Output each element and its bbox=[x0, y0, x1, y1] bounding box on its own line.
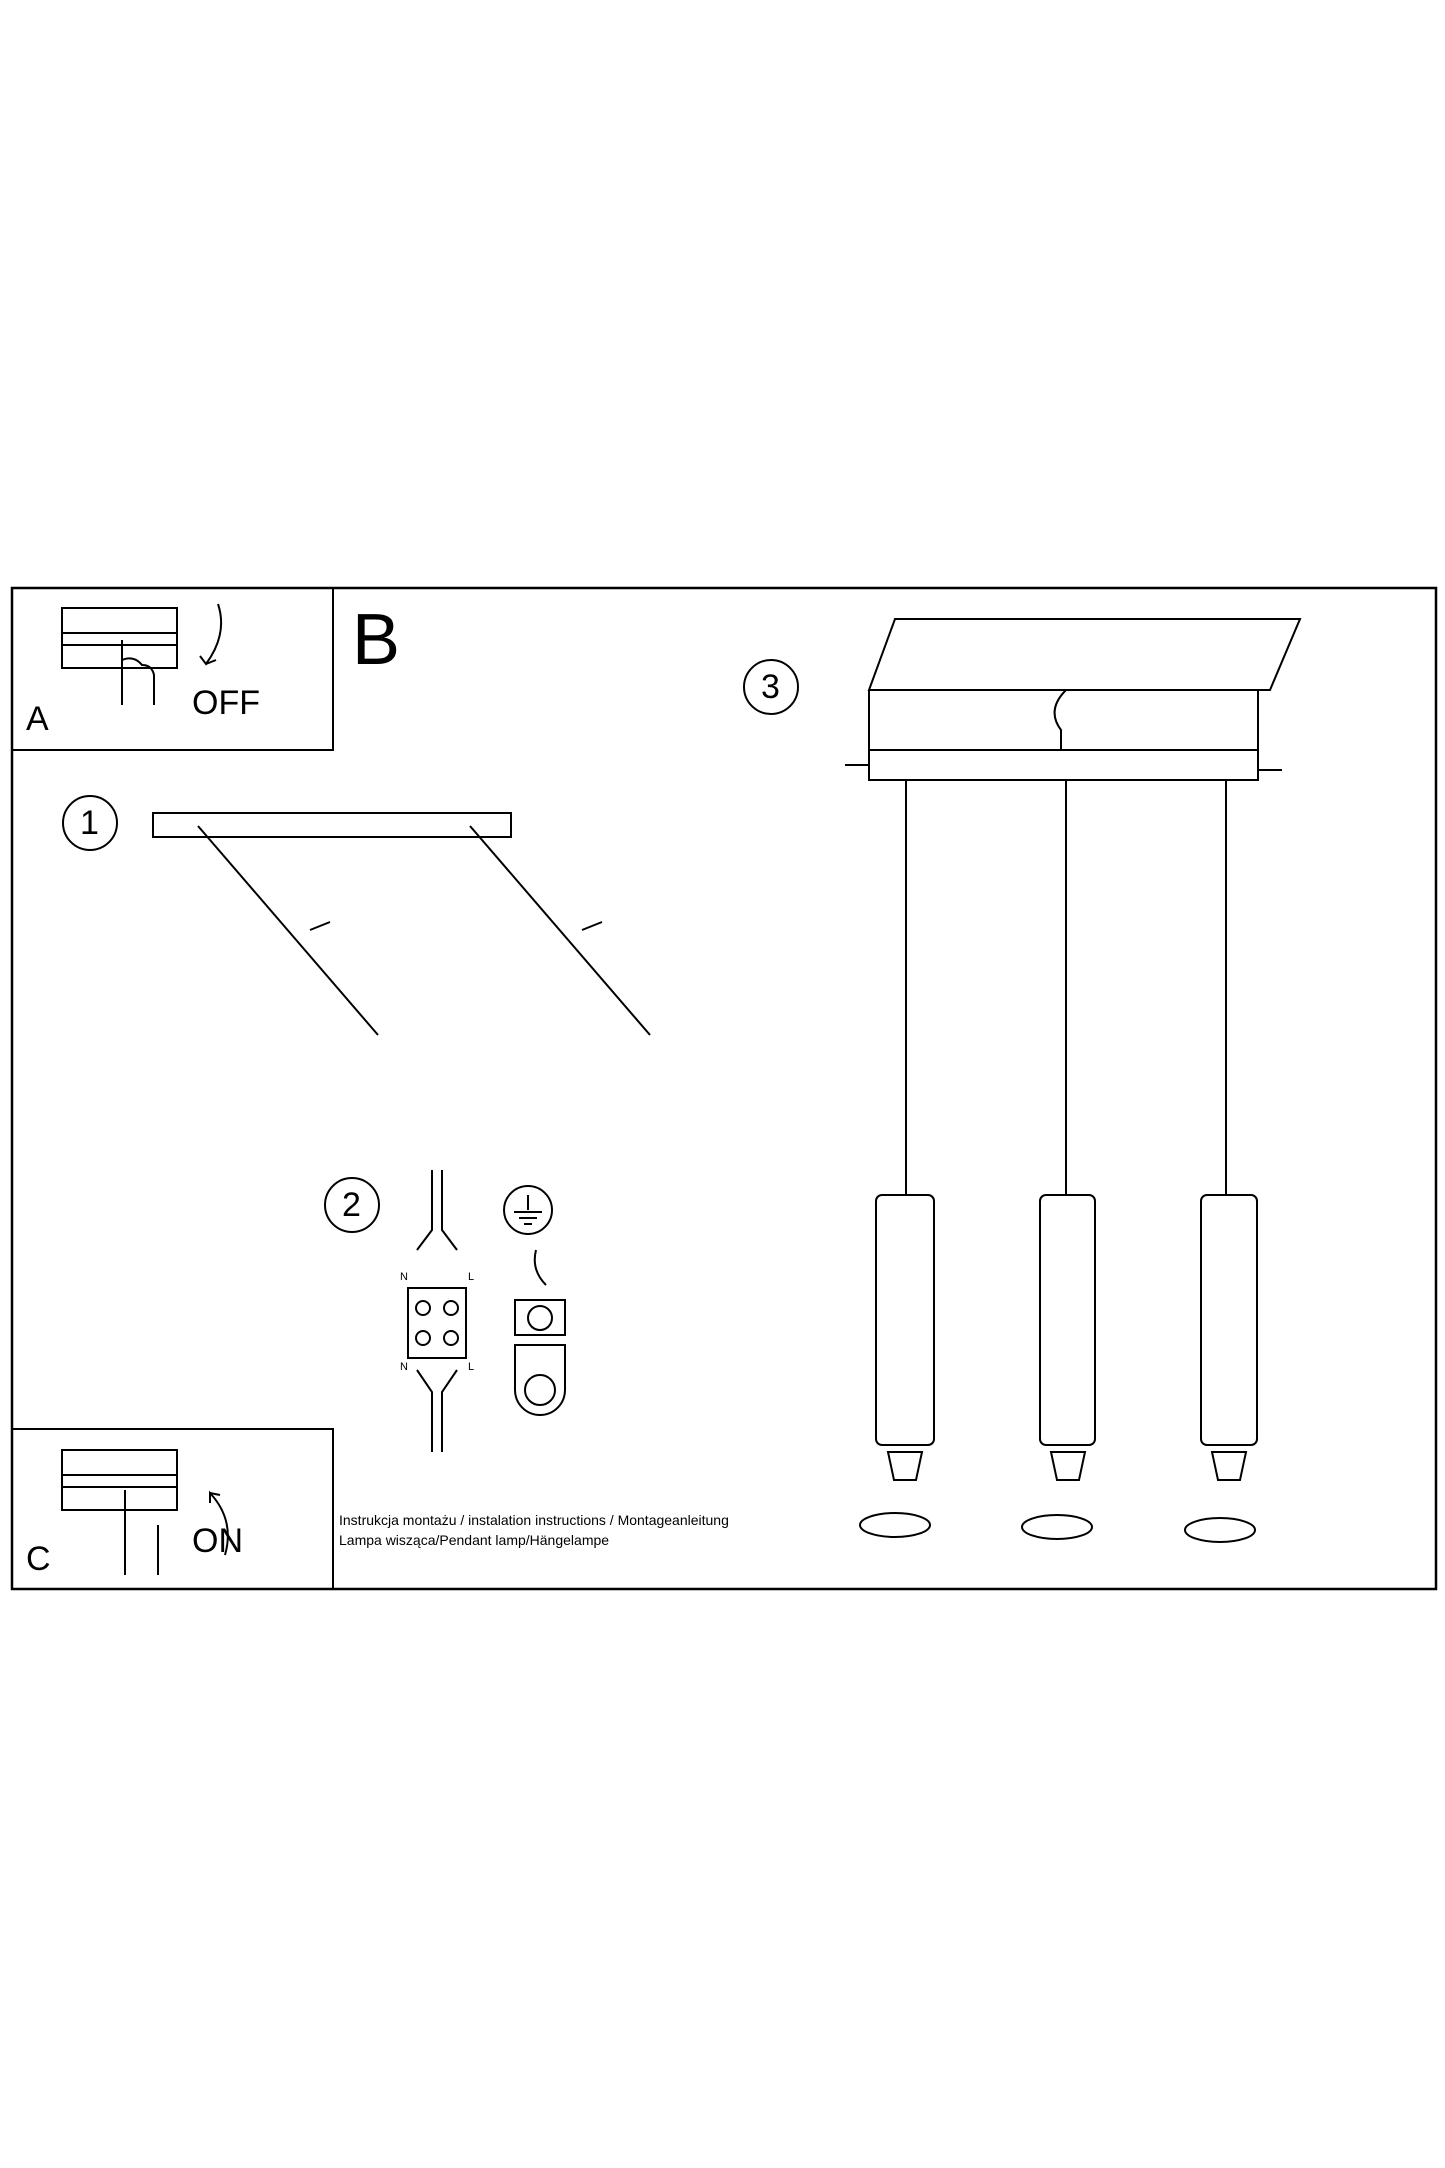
step-1-number: 1 bbox=[80, 804, 99, 842]
step-3-circle bbox=[743, 659, 799, 715]
pendant-lamp-drawing bbox=[845, 618, 1302, 1543]
panel-c-label: C bbox=[26, 1540, 51, 1578]
terminal-block-icon bbox=[407, 1170, 467, 1452]
mounting-bar bbox=[152, 812, 512, 838]
step-1-circle bbox=[62, 795, 118, 851]
neutral-label-bottom: N bbox=[400, 1361, 408, 1373]
panel-c-frame bbox=[11, 1428, 334, 1590]
off-label: OFF bbox=[192, 684, 260, 722]
live-label-top: L bbox=[468, 1271, 475, 1283]
ground-terminal-icon bbox=[503, 1185, 566, 1416]
ceiling-plate bbox=[867, 618, 1302, 691]
panel-b-label: B bbox=[352, 600, 401, 680]
step-3-number: 3 bbox=[761, 668, 780, 706]
product-name: Lampa wisząca/Pendant lamp/Hängelampe bbox=[339, 1532, 610, 1548]
breaker-off-icon bbox=[61, 603, 223, 705]
canopy bbox=[868, 749, 1259, 781]
neutral-label-top: N bbox=[400, 1271, 408, 1283]
instructions-title: Instrukcja montażu / instalation instruc… bbox=[339, 1512, 729, 1528]
panel-a-frame bbox=[11, 587, 334, 751]
live-label-bottom: L bbox=[468, 1361, 475, 1373]
on-label: ON bbox=[192, 1522, 243, 1560]
breaker-on-icon bbox=[61, 1449, 229, 1575]
step-2-number: 2 bbox=[342, 1186, 361, 1224]
step-2-circle bbox=[324, 1177, 380, 1233]
outer-frame bbox=[10, 586, 1438, 1591]
screw-anchor-icon bbox=[197, 825, 651, 1036]
panel-a-label: A bbox=[26, 700, 49, 738]
